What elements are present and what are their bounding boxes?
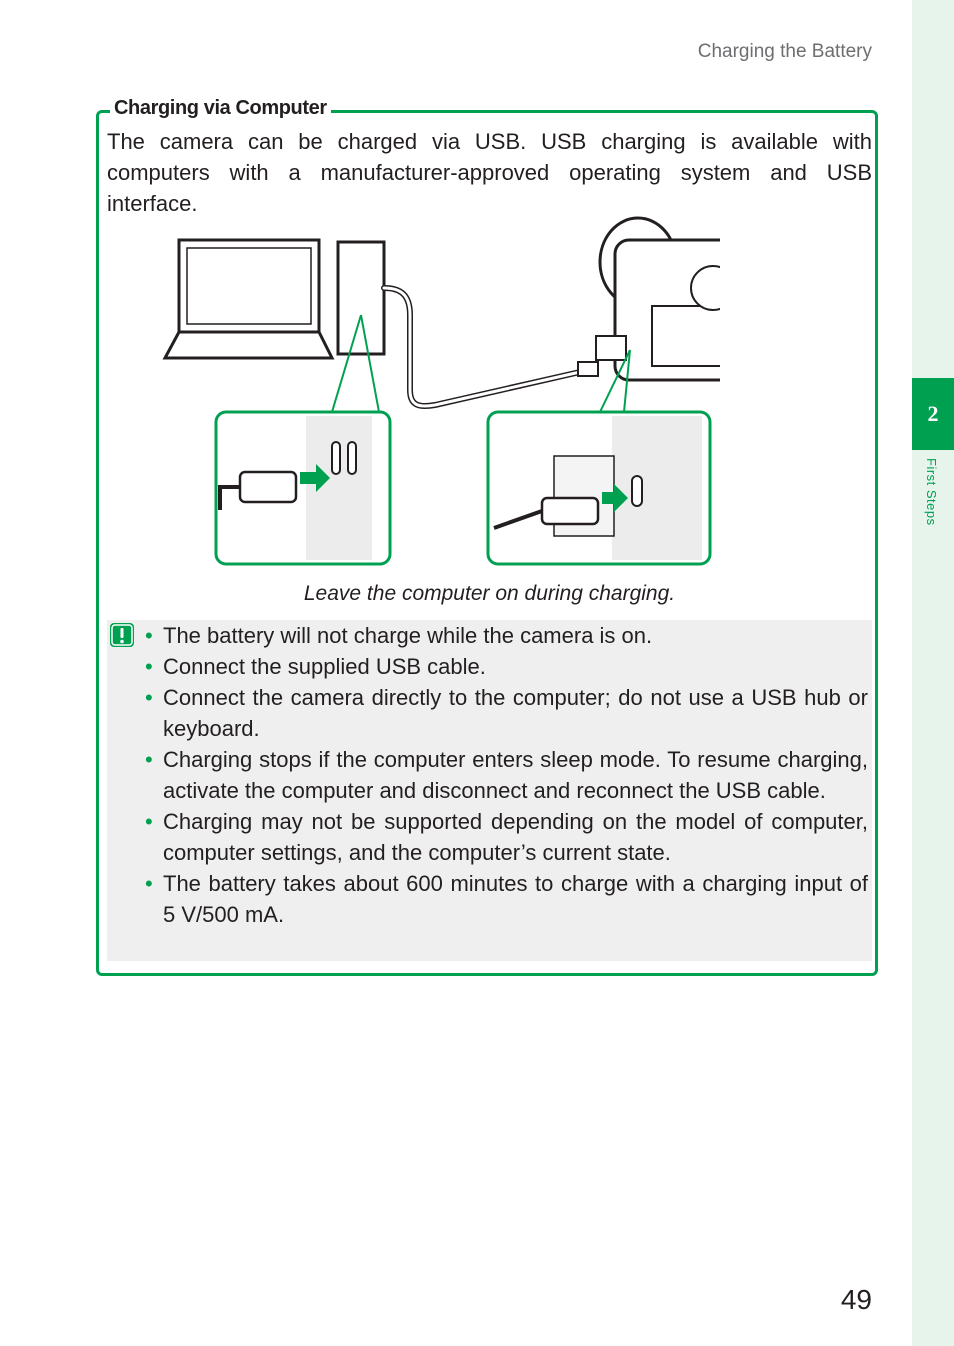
figure-caption: Leave the computer on during charging. [303,582,676,605]
computer-port-detail [214,410,392,566]
section-frame [96,110,878,976]
chapter-label: First Steps [924,458,939,526]
note-item: Connect the supplied USB cable. [145,651,868,682]
note-item: The battery will not charge while the ca… [145,620,868,651]
camera-icon [577,216,720,382]
page-number: 49 [840,1284,872,1315]
zoom-line-camera [599,349,631,413]
chapter-sidebar [912,0,954,1346]
note-item: Connect the camera directly to the compu… [145,682,868,744]
usb-charging-illustration [162,216,720,566]
usb-cable [381,285,583,410]
running-head: Charging the Battery [697,41,872,62]
note-item: The battery takes about 600 minutes to c… [145,868,868,930]
chapter-tab[interactable]: 2 [912,378,954,450]
zoom-line-computer [331,314,362,413]
caution-icon [110,623,134,647]
note-list: The battery will not charge while the ca… [145,620,868,930]
section-intro: The camera can be charged via USB. USB c… [107,129,872,216]
computer-tower-icon [336,240,386,356]
note-item: Charging stops if the computer enters sl… [145,744,868,806]
section-title: Charging via Computer [110,97,331,120]
laptop-icon [162,238,335,360]
camera-port-detail [486,410,712,566]
note-item: Charging may not be supported depending … [145,806,868,868]
